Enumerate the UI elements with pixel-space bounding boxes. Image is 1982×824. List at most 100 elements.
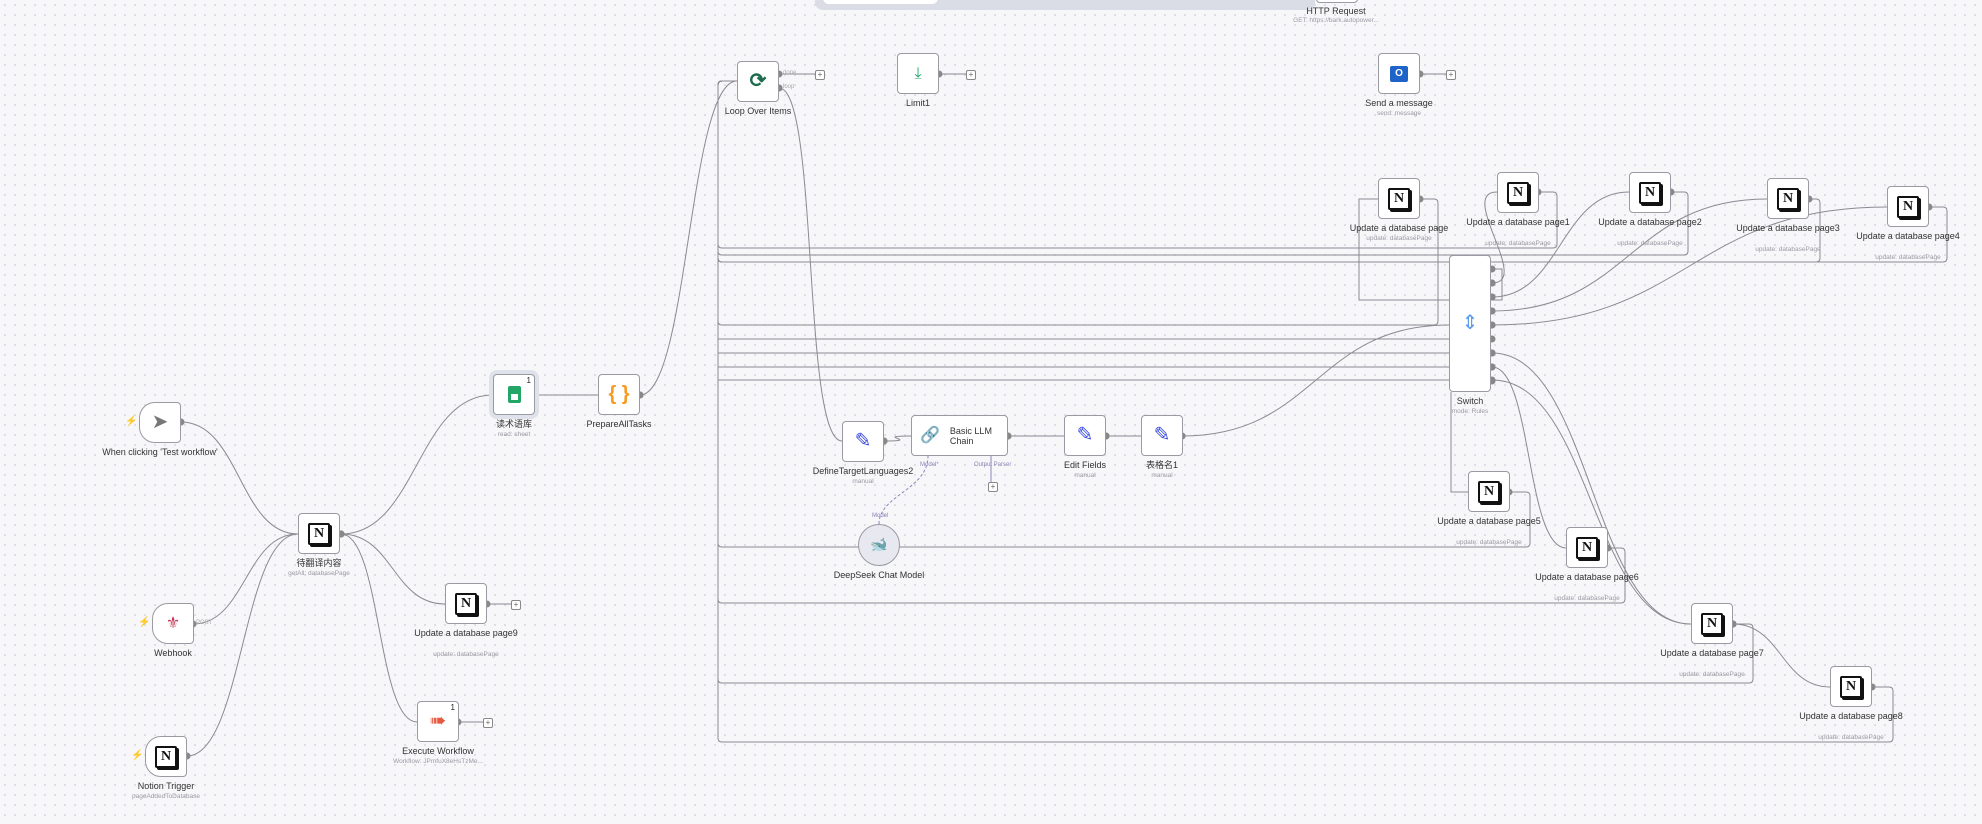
page7-subtitle: update: databasePage [1679, 671, 1745, 678]
add-node-button[interactable]: + [815, 70, 825, 80]
pencil-icon: ✎ [1153, 424, 1171, 446]
notion-icon: N [155, 745, 177, 768]
connection[interactable] [1450, 392, 1468, 493]
connection[interactable] [186, 533, 299, 757]
loop-done-port-label: done [783, 70, 797, 76]
switch-icon: ⇕ [1461, 312, 1479, 334]
add-node-button[interactable]: + [1446, 70, 1456, 80]
pending-label: 待翻译内容 [296, 558, 342, 568]
edit-node[interactable]: ✎ [1064, 415, 1106, 456]
pencil-icon: ✎ [854, 430, 872, 452]
glossary-node[interactable]: 1 [493, 374, 535, 415]
page8-node[interactable]: N [1830, 666, 1872, 707]
connection[interactable] [1491, 366, 1567, 549]
add-node-button[interactable]: + [483, 718, 493, 728]
page5-node[interactable]: N [1468, 471, 1510, 512]
edit-label: Edit Fields [1063, 460, 1107, 470]
page2-label: Update a database page2 [1598, 217, 1702, 227]
webhook-node[interactable]: ⚜ [152, 603, 194, 644]
connection[interactable] [180, 421, 299, 535]
table-label: 表格名1 [1145, 460, 1178, 470]
http-request-node-label[interactable]: HTTP Request [1306, 6, 1366, 16]
notion-trigger-node[interactable]: N [145, 736, 187, 777]
limit-node[interactable]: ⤓ [897, 53, 939, 94]
define-subtitle: manual [852, 478, 874, 485]
connection[interactable] [1491, 379, 1692, 625]
page4-node[interactable]: N [1887, 186, 1929, 227]
glossary-label: 读术语库 [495, 419, 532, 429]
send-node[interactable]: O [1378, 53, 1420, 94]
model-connection[interactable] [878, 455, 929, 525]
connection[interactable] [778, 87, 843, 442]
notion-icon: N [1897, 195, 1919, 218]
llm-model-port-label: Model* [920, 462, 939, 468]
connection[interactable] [340, 533, 418, 723]
connection[interactable] [639, 80, 738, 396]
notion-icon: N [455, 592, 477, 615]
connection[interactable] [192, 533, 299, 625]
page8-subtitle: update: databasePage [1818, 734, 1884, 741]
page2-node[interactable]: N [1629, 172, 1671, 213]
webhook-icon: ⚜ [165, 614, 181, 632]
connection[interactable] [883, 435, 912, 442]
limit-icon: ⤓ [914, 64, 922, 82]
connection[interactable] [1491, 191, 1630, 298]
add-node-button[interactable]: + [511, 600, 521, 610]
edit-subtitle: manual [1074, 472, 1096, 479]
page9-label: Update a database page9 [414, 628, 518, 638]
page8-label: Update a database page8 [1799, 711, 1903, 721]
loop-loop-port-label: loop [783, 84, 795, 90]
page9-node[interactable]: N [445, 583, 487, 624]
page1-node[interactable]: N [1497, 172, 1539, 213]
exec-node[interactable]: ➠1 [417, 701, 459, 742]
connection[interactable] [340, 394, 494, 535]
llm-node[interactable]: 🔗Basic LLM Chain [911, 415, 1008, 456]
connection[interactable] [1732, 623, 1831, 688]
loop-node[interactable]: ⟳ [737, 61, 779, 102]
page7-node[interactable]: N [1691, 603, 1733, 644]
exec-subtitle: Workflow: JPmfuX8eHsTzMe... [393, 758, 483, 765]
define-label: DefineTargetLanguages2 [812, 466, 914, 476]
add-node-button[interactable]: + [966, 70, 976, 80]
page6-node[interactable]: N [1566, 527, 1608, 568]
page-label: Update a database page [1349, 223, 1449, 233]
connection[interactable] [340, 533, 446, 605]
top-panel-tab[interactable] [823, 0, 938, 4]
exec-label: Execute Workflow [402, 746, 474, 756]
outlook-icon: O [1390, 65, 1408, 82]
connection[interactable] [1358, 198, 1503, 301]
loop-back-connection[interactable] [717, 80, 1894, 743]
prepare-node[interactable]: { } [598, 374, 640, 415]
page7-label: Update a database page7 [1660, 648, 1764, 658]
notion-icon: N [1701, 612, 1723, 635]
table-node[interactable]: ✎ [1141, 415, 1183, 456]
page5-label: Update a database page5 [1437, 516, 1541, 526]
manual-trigger-node[interactable]: ➤ [139, 402, 181, 443]
page3-node[interactable]: N [1767, 178, 1809, 219]
deepseek-node[interactable]: 🐋 [858, 524, 900, 566]
glossary-subtitle: read: sheet [497, 431, 531, 438]
connection[interactable] [1491, 352, 1692, 625]
add-node-button[interactable]: + [988, 482, 998, 492]
trigger-bolt-icon: ⚡ [125, 416, 138, 427]
page-node[interactable]: N [1378, 178, 1420, 219]
define-node[interactable]: ✎ [842, 421, 884, 462]
webhook-port-label: POST [196, 620, 213, 626]
loop-back-connection[interactable] [717, 80, 1754, 684]
connection[interactable] [1491, 206, 1888, 326]
pending-node[interactable]: N [298, 513, 340, 554]
notion-icon: N [1576, 536, 1598, 559]
run-count-badge: 1 [450, 703, 455, 712]
notion-icon: N [1840, 675, 1862, 698]
page5-subtitle: update: databasePage [1456, 539, 1522, 546]
loop-back-connection[interactable] [717, 80, 1439, 326]
deepseek-label: DeepSeek Chat Model [833, 570, 925, 580]
notion-icon: N [1388, 187, 1410, 210]
webhook-label: Webhook [154, 648, 192, 658]
switch-node[interactable]: ⇕ [1449, 255, 1491, 392]
prepare-label: PrepareAllTasks [586, 419, 652, 429]
page3-label: Update a database page3 [1736, 223, 1840, 233]
execute-workflow-icon: ➠ [429, 710, 447, 732]
notion-icon: N [1507, 181, 1529, 204]
pending-subtitle: getAll: databasePage [288, 570, 350, 577]
